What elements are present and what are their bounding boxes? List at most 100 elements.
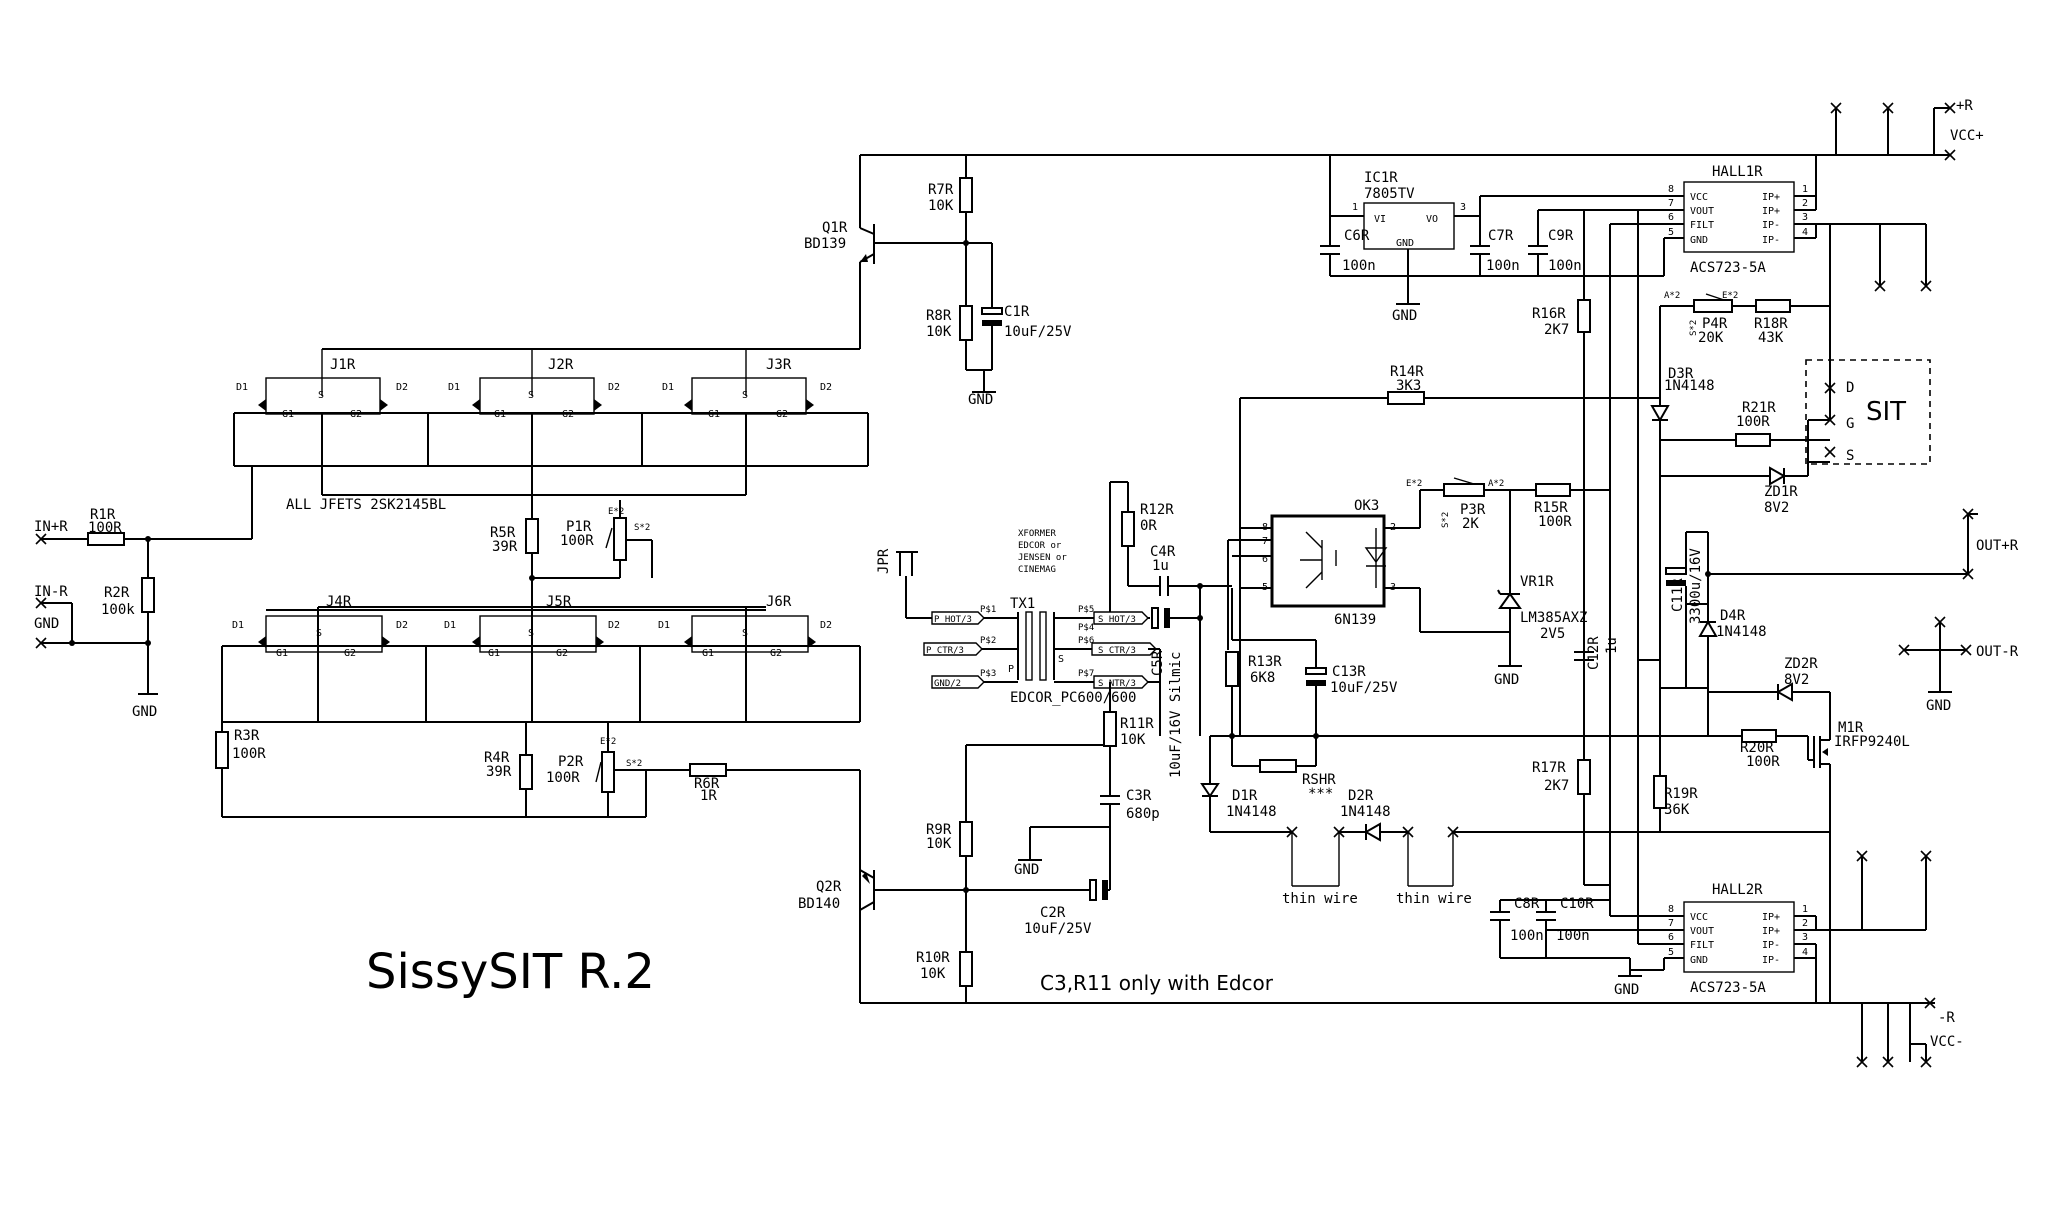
out-plus-label[interactable]: OUT+R [1976,538,2019,554]
r6-value: 1R [700,788,717,804]
vr1-value2: 2V5 [1540,626,1565,642]
pot-p4 [1693,299,1733,313]
c6-name: C6R [1344,228,1370,244]
resistor-r15 [1535,483,1571,497]
r3-value: 100R [232,746,266,762]
rshr-value: *** [1308,786,1333,802]
thin-wire-1: thin wire [1282,891,1358,907]
minus-r-label[interactable]: -R [1938,1010,1955,1026]
pin-label: S [742,390,748,401]
c4-name: C4R [1150,544,1176,560]
in-minus-label: IN-R [34,584,68,600]
c11-name: C11R [1670,578,1686,612]
r17-name: R17R [1532,760,1566,776]
r12-name: R12R [1140,502,1174,518]
sit-g-label: G [1846,416,1854,432]
pin-label: VI [1374,214,1386,225]
resistor-r18 [1755,299,1791,313]
pin-label: GND/2 [934,679,961,689]
r18-value: 43K [1758,330,1784,346]
r9-value: 10K [926,836,952,852]
optocoupler-ok3: OK3 6N139 8 7 6 5 2 3 [1228,498,1508,633]
zd2-name: ZD2R [1784,656,1818,672]
tx1-name: TX1 [1010,596,1035,612]
p4-value: 20K [1698,330,1724,346]
c1-name: C1R [1004,304,1030,320]
pin-label: S [742,628,748,639]
r15-name: R15R [1534,500,1568,516]
r15-value: 100R [1538,514,1572,530]
c13-value: 10uF/25V [1330,680,1398,696]
jfet-note: ALL JFETS 2SK2145BL [286,497,446,513]
resistor-r17 [1577,759,1591,795]
p3-value: 2K [1462,516,1479,532]
gnd-label-c3: GND [1014,862,1039,878]
r14-name: R14R [1390,364,1424,380]
d4-name: D4R [1720,608,1746,624]
jfet-name: J2R [548,357,574,373]
vcc-plus-label[interactable]: VCC+ [1950,128,1984,144]
vcc-minus-label[interactable]: VCC- [1930,1034,1964,1050]
transformer-tx1: XFORMER EDCOR or JENSEN or CINEMAG TX1 P… [923,529,1157,706]
jfet-bottom-row [221,606,861,723]
xformer-note-3: JENSEN or [1018,553,1067,563]
c12-name: C12R [1586,636,1602,670]
jfet-j1: J1R D1 D2 S G1 G2 [236,349,408,420]
r1-value: 100R [88,520,122,536]
transistor-q2: Q2R BD140 [798,869,875,912]
pin-label: FILT [1690,940,1714,951]
q2-value: BD140 [798,896,840,912]
pin-label: IP- [1762,940,1780,951]
sit-label: SIT [1866,397,1906,427]
r5-name: R5R [490,525,516,541]
xformer-note-4: CINEMAG [1018,565,1056,575]
jfet-j3: J3R D1 D2 S G1 G2 [662,349,832,420]
jfet-name: J6R [766,594,792,610]
r9-name: R9R [926,822,952,838]
pin-label: D2 [608,620,620,631]
p1-name: P1R [566,519,592,535]
in-r-terminal[interactable]: IN+R [34,519,68,545]
r16-name: R16R [1532,306,1566,322]
r7-value: 10K [928,198,954,214]
pin-label: IP- [1762,955,1780,966]
pin-label: 3 [1802,932,1808,943]
d4-value: 1N4148 [1716,624,1767,640]
d3-value: 1N4148 [1664,378,1715,394]
gnd-label-hall2: GND [1614,982,1639,998]
pin-label: IP- [1762,220,1780,231]
p3-e-pin: E*2 [1406,479,1422,489]
pin-label: 1 [1352,202,1358,213]
pin-label: G2 [556,648,568,659]
m1-name: M1R [1838,720,1864,736]
ok3-name: OK3 [1354,498,1379,514]
pin-label: G2 [770,648,782,659]
pin-label: 5 [1668,947,1674,958]
jfet-top-row [233,262,869,519]
pin-label: 4 [1802,227,1808,238]
pin-label: 8 [1668,904,1674,915]
d3-name: D3R [1668,366,1694,382]
jfet-j5: J5R D1 D2 S G1 G2 [444,594,620,659]
r19-name: R19R [1664,786,1698,802]
pin-label: 6 [1668,212,1674,223]
hall-sensor-2: HALL2R ACS723-5A VCC VOUT FILT GND IP+ I… [1610,856,1927,1003]
plus-r-label[interactable]: +R [1956,98,1973,114]
p4-e-pin: E*2 [1722,291,1738,301]
rshr-name: RSHR [1302,772,1336,788]
q1-name: Q1R [822,220,848,236]
pin-label: P$3 [980,669,996,679]
sit-s-label: S [1846,448,1854,464]
pin-label: 3 [1460,202,1466,213]
pin-label: 7 [1668,918,1674,929]
pin-label: G2 [344,648,356,659]
p3-name: P3R [1460,502,1486,518]
out-minus-label[interactable]: OUT-R [1976,644,2019,660]
pin-label: D1 [448,382,460,393]
hall1-name: HALL1R [1712,164,1763,180]
p2-value: 100R [546,770,580,786]
pin-label: 4 [1802,947,1808,958]
resistor-r7 [959,177,973,213]
resistor-r21 [1735,433,1771,447]
